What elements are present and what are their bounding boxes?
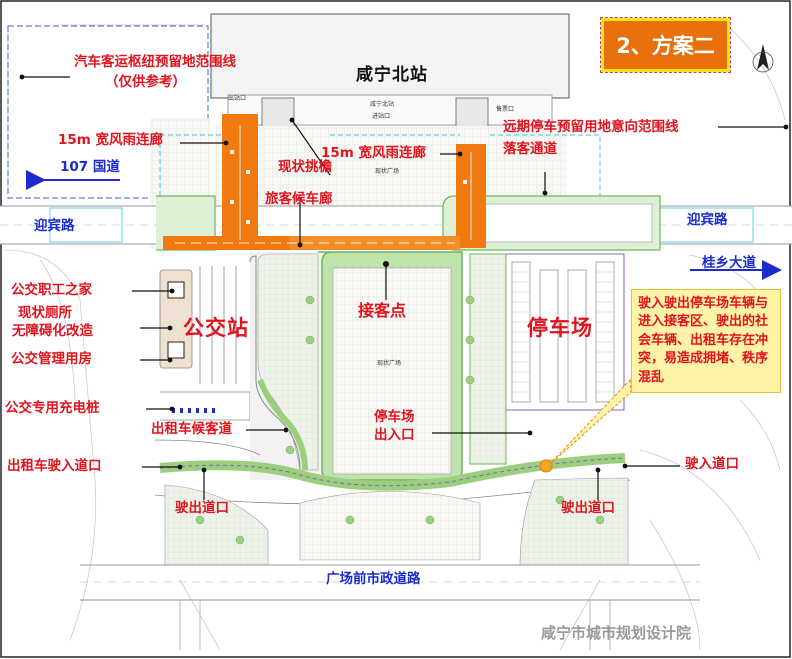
label-road-plaza-front: 广场前市政道路 [326, 571, 421, 587]
label-canopy: 现状挑檐 [278, 159, 332, 175]
label-reserved-hub: 汽车客运枢纽预留地范围线 [74, 54, 236, 70]
label-parking-gate-line2: 出入口 [374, 427, 415, 443]
label-bus-staff-home: 公交职工之家 [11, 282, 92, 298]
label-road-guixiang: 桂乡大道 [702, 255, 756, 271]
plan-text-square-north: 现状广场 [375, 167, 399, 175]
label-bus-mgmt: 公交管理用房 [11, 351, 92, 367]
conflict-point-icon [539, 459, 553, 473]
label-toilet-line2: 无障碍化改造 [12, 323, 93, 339]
label-corridor-right: 15m 宽风雨连廊 [321, 145, 427, 161]
plan-text-station: 咸宁北站 [370, 100, 394, 108]
north-arrow-icon [752, 44, 774, 73]
label-parking-gate-line1: 停车场 [374, 409, 415, 425]
plan-text-exit-gate: 出站口 [228, 94, 246, 102]
label-pickup: 接客点 [358, 301, 407, 320]
label-entrance-right: 驶入道口 [685, 456, 739, 472]
label-road-yingbin-left: 迎宾路 [34, 218, 75, 234]
plan-text-inbound: 进站口 [372, 112, 390, 120]
label-bus-charging: 公交专用充电桩 [5, 400, 100, 416]
label-exit-right: 驶出道口 [561, 500, 615, 516]
label-toilet-line1: 现状厕所 [18, 305, 72, 321]
plan-title: 2、方案二 [616, 34, 715, 58]
label-dropoff: 落客通道 [503, 141, 557, 157]
label-reserved-hub-note: （仅供参考） [105, 74, 186, 90]
plan-text-ticket-office: 售票口 [496, 105, 514, 113]
plan-title-box: 2、方案二 [600, 17, 731, 73]
label-bus-station: 公交站 [183, 316, 249, 340]
label-taxi-entrance: 出租车驶入道口 [7, 458, 102, 474]
label-parking-lot: 停车场 [527, 316, 593, 340]
plan-text-square-center: 现状广场 [377, 359, 401, 367]
label-road-107: 107 国道 [60, 159, 120, 175]
label-road-yingbin-right: 迎宾路 [687, 212, 728, 228]
conflict-note: 驶入驶出停车场车辆与进入接客区、驶出的社会车辆、出租车存在冲突，易造成拥堵、秩序… [631, 289, 781, 393]
label-waiting-corridor: 旅客候车廊 [265, 191, 333, 207]
label-exit-left: 驶出道口 [175, 500, 229, 516]
label-taxi-waiting: 出租车候客道 [151, 421, 232, 437]
station-name: 咸宁北站 [356, 65, 428, 85]
institute-name: 咸宁市城市规划设计院 [541, 624, 692, 642]
label-corridor-left: 15m 宽风雨连廊 [58, 132, 164, 148]
label-future-parking: 远期停车预留用地意向范围线 [503, 119, 679, 135]
